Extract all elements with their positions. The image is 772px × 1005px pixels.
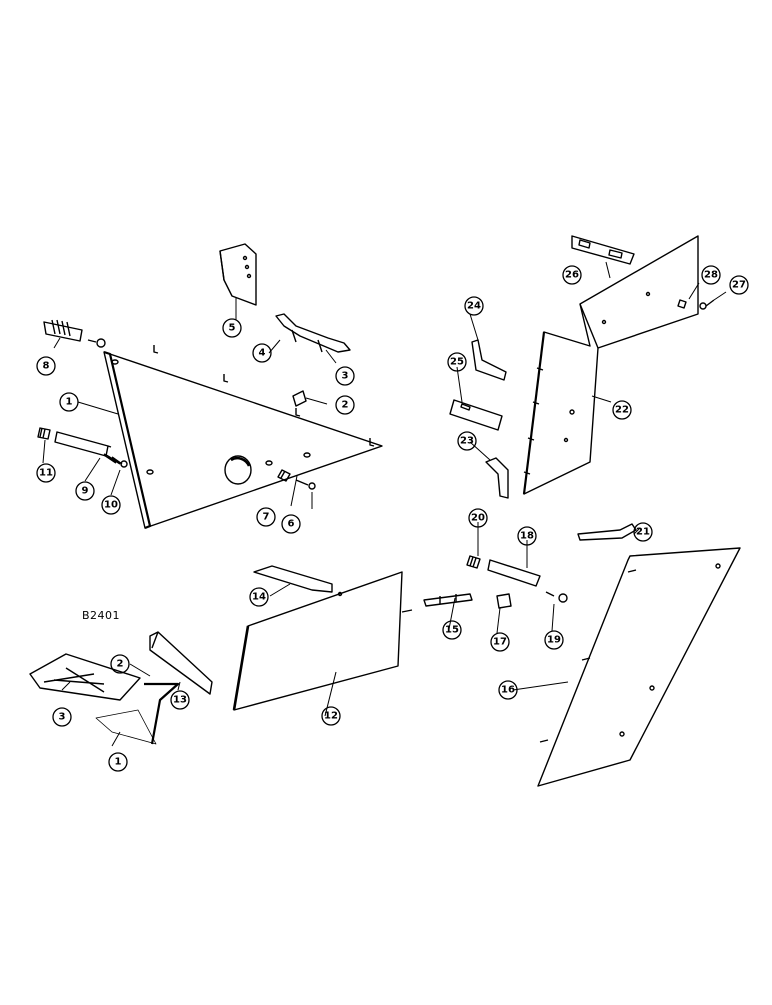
part-24-bracket [471, 339, 507, 381]
part-21-latch [577, 523, 637, 541]
callout-label-9: 9 [82, 486, 89, 497]
callout-circle-2 [335, 395, 355, 415]
part-9-rod-assembly [37, 427, 128, 468]
callout-circle-16 [498, 680, 518, 700]
callout-circle-8 [36, 356, 56, 376]
part-2-clip [292, 390, 307, 407]
callout-circle-27 [729, 275, 749, 295]
part-28-bolt [677, 299, 715, 310]
callout-label-17: 17 [493, 637, 507, 648]
detail-callout-label-2: 2 [117, 659, 124, 670]
callout-circle-3 [335, 366, 355, 386]
callout-label-8: 8 [43, 361, 50, 372]
detail-callout-label-1: 1 [115, 757, 122, 768]
callout-circle-19 [544, 630, 564, 650]
callout-label-16: 16 [501, 685, 515, 696]
part-26-bracket [571, 235, 635, 265]
callout-label-10: 10 [104, 500, 118, 511]
part-20-spring [466, 555, 481, 569]
detail-inset [29, 653, 180, 745]
callout-circle-7 [256, 507, 276, 527]
callout-label-1: 1 [66, 397, 73, 408]
callout-label-28: 28 [704, 270, 718, 281]
callout-circle-5 [222, 318, 242, 338]
part-12-panel [232, 571, 413, 711]
callout-label-2: 2 [342, 400, 349, 411]
callout-label-27: 27 [732, 280, 746, 291]
part-16-panel [537, 547, 741, 787]
callout-label-24: 24 [467, 301, 481, 312]
part-13-wedge [149, 631, 213, 695]
callout-circle-13 [170, 690, 190, 710]
callout-label-25: 25 [450, 357, 464, 368]
callout-label-14: 14 [252, 592, 266, 603]
callout-circle-9 [75, 481, 95, 501]
callout-label-20: 20 [471, 513, 485, 524]
callout-circle-18 [517, 526, 537, 546]
detail-callout-circle-1 [108, 752, 128, 772]
part-8-spring-assembly [43, 319, 106, 348]
detail-callout-label-3: 3 [59, 712, 66, 723]
callout-circle-17 [490, 632, 510, 652]
detail-callout-circle-2 [110, 654, 130, 674]
callout-circle-1 [59, 392, 79, 412]
callout-label-23: 23 [460, 436, 474, 447]
part-18-rod [487, 559, 541, 587]
callout-label-7: 7 [263, 512, 270, 523]
callout-circle-26 [562, 265, 582, 285]
callout-label-21: 21 [636, 527, 650, 538]
callout-label-13: 13 [173, 695, 187, 706]
callout-circle-28 [701, 265, 721, 285]
callout-label-3: 3 [342, 371, 349, 382]
part-25-strap [449, 399, 503, 431]
part-4-strap [275, 313, 351, 353]
callout-circle-25 [447, 352, 467, 372]
callout-label-5: 5 [229, 323, 236, 334]
callout-label-12: 12 [324, 711, 338, 722]
leader-lines [42, 261, 727, 747]
callout-circle-10 [101, 495, 121, 515]
callout-circle-22 [612, 400, 632, 420]
part-19-eye-bolt [545, 591, 568, 603]
callout-label-4: 4 [259, 348, 266, 359]
part-5-bracket [219, 243, 257, 306]
part-17-block [496, 593, 512, 609]
callout-circle-11 [36, 463, 56, 483]
callout-circle-6 [281, 514, 301, 534]
callout-label-6: 6 [288, 519, 295, 530]
callout-circle-14 [249, 587, 269, 607]
callout-circle-23 [457, 431, 477, 451]
callout-label-11: 11 [39, 468, 53, 479]
callout-circle-20 [468, 508, 488, 528]
part-7-spring [277, 469, 316, 490]
part-1-shield [103, 345, 383, 530]
callout-label-26: 26 [565, 270, 579, 281]
callout-circle-15 [442, 620, 462, 640]
part-22-shield [522, 235, 699, 495]
detail-callout-circle-3 [52, 707, 72, 727]
callout-circle-24 [464, 296, 484, 316]
callout-circle-4 [252, 343, 272, 363]
part-23-bracket [485, 457, 509, 499]
callout-label-15: 15 [445, 625, 459, 636]
callout-label-22: 22 [615, 405, 629, 416]
callout-label-18: 18 [520, 531, 534, 542]
callout-circle-21 [633, 522, 653, 542]
callout-label-19: 19 [547, 635, 561, 646]
part-15-latch-bar [423, 593, 473, 607]
callout-circle-12 [321, 706, 341, 726]
part-14-bracket [253, 565, 333, 593]
figure-reference: B2401 [82, 609, 120, 622]
